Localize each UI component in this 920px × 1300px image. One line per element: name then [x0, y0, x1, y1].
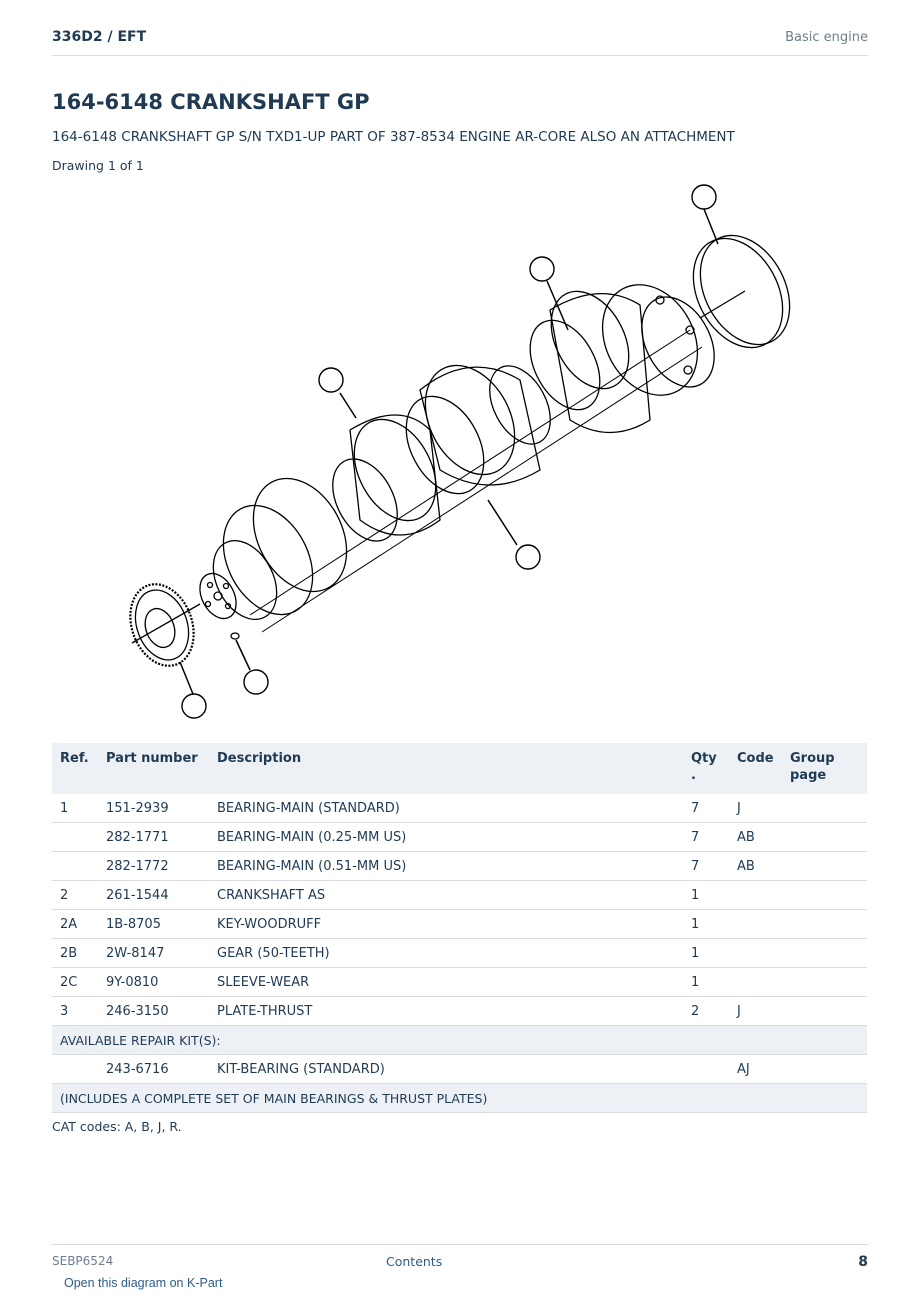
col-part-number: Part number: [98, 743, 209, 794]
woodruff-key-part: [230, 632, 240, 640]
callout-circles: [181, 184, 717, 719]
col-description: Description: [209, 743, 683, 794]
table-row: 2 261-1544 CRANKSHAFT AS 1: [52, 880, 867, 910]
contents-link[interactable]: Contents: [386, 1254, 443, 1269]
page-number: 8: [858, 1254, 868, 1270]
repair-kit-note-row: AVAILABLE REPAIR KIT(S):: [52, 1025, 867, 1055]
cat-codes: CAT codes: A, B, J, R.: [52, 1119, 182, 1134]
callout-circle: [529, 256, 555, 282]
gear-part: [129, 583, 201, 667]
crankshaft-diagram: [129, 184, 791, 719]
col-code: Code: [729, 743, 782, 794]
document-id: SEBP6524: [52, 1254, 114, 1268]
kpart-diagram-link[interactable]: Open this diagram on K-Part: [64, 1276, 223, 1290]
model-label: 336D2 / EFT: [52, 29, 147, 45]
parts-table: Ref. Part number Description Qty . Code …: [52, 743, 867, 1113]
table-row: 3 246-3150 PLATE-THRUST 2 J: [52, 996, 867, 1026]
drawing-count: Drawing 1 of 1: [52, 158, 144, 173]
callout-circle: [181, 693, 207, 719]
callout-leaders: [179, 208, 719, 695]
table-header-row: Ref. Part number Description Qty . Code …: [52, 743, 867, 794]
repair-kit-note: AVAILABLE REPAIR KIT(S):: [52, 1025, 867, 1055]
crankshaft-part: [199, 284, 715, 633]
seal-ring-part: [692, 234, 791, 349]
table-row: 1 151-2939 BEARING-MAIN (STANDARD) 7 J: [52, 794, 867, 823]
page-footer: SEBP6524 Contents 8: [52, 1244, 868, 1275]
col-ref: Ref.: [52, 743, 98, 794]
col-group-page: Group page: [782, 743, 867, 794]
table-row: 282-1771 BEARING-MAIN (0.25-MM US) 7 AB: [52, 822, 867, 852]
table-row: 282-1772 BEARING-MAIN (0.51-MM US) 7 AB: [52, 851, 867, 881]
callout-circle: [515, 544, 541, 570]
page-header: 336D2 / EFT Basic engine: [52, 29, 868, 56]
page-subtitle: 164-6148 CRANKSHAFT GP S/N TXD1-UP PART …: [52, 129, 735, 145]
callout-circle: [243, 669, 269, 695]
section-label: Basic engine: [785, 30, 868, 45]
callout-circle: [691, 184, 717, 210]
table-row: 2A 1B-8705 KEY-WOODRUFF 1: [52, 909, 867, 939]
includes-note-row: (INCLUDES A COMPLETE SET OF MAIN BEARING…: [52, 1083, 867, 1113]
table-row: 2B 2W-8147 GEAR (50-TEETH) 1: [52, 938, 867, 968]
callout-circle: [318, 367, 344, 393]
table-row: 2C 9Y-0810 SLEEVE-WEAR 1: [52, 967, 867, 997]
col-qty: Qty .: [683, 743, 729, 794]
table-row: 243-6716 KIT-BEARING (STANDARD) AJ: [52, 1054, 867, 1084]
page-title: 164-6148 CRANKSHAFT GP: [52, 90, 370, 114]
includes-note: (INCLUDES A COMPLETE SET OF MAIN BEARING…: [52, 1083, 867, 1113]
